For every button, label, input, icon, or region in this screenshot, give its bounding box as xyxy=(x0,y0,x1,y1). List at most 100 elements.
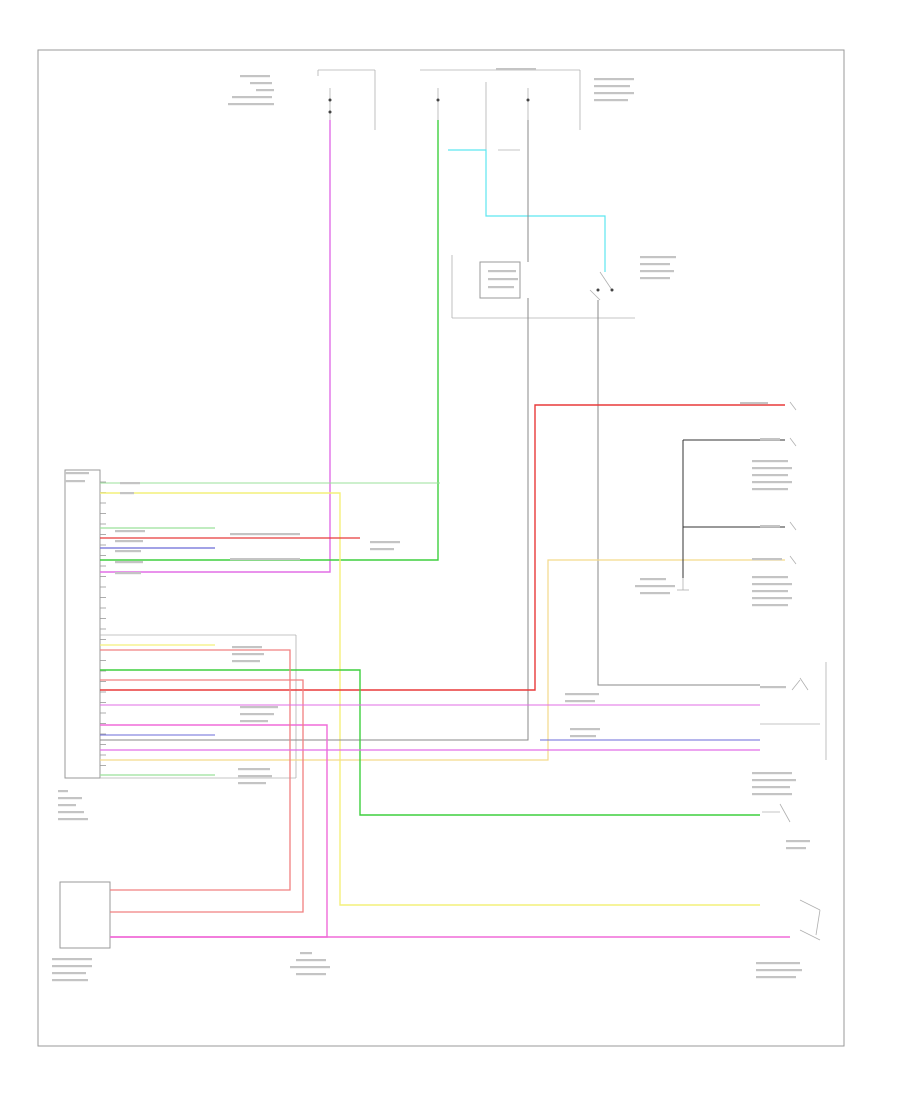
label-mark xyxy=(640,277,670,280)
label-mark xyxy=(240,75,270,78)
label-mark xyxy=(240,720,268,723)
label-mark xyxy=(115,561,143,564)
wire-salmon-b xyxy=(100,679,304,913)
label-mark xyxy=(752,590,788,593)
label-mark xyxy=(752,481,792,484)
wire-salmon-a xyxy=(100,649,291,891)
fuse-box-right xyxy=(420,69,581,151)
label-mark xyxy=(290,966,330,969)
label-mark xyxy=(240,713,274,716)
label-mark xyxy=(230,558,300,561)
wire-gray-c xyxy=(597,300,760,686)
label-mark xyxy=(640,270,674,273)
air-suspension-module-box xyxy=(64,469,297,779)
wire-red-right xyxy=(100,404,785,691)
label-mark xyxy=(230,533,300,536)
label-mark xyxy=(58,797,82,800)
label-mark xyxy=(640,256,676,259)
label-mark xyxy=(570,735,596,738)
label-mark xyxy=(370,548,394,551)
label-mark xyxy=(786,840,810,843)
label-mark xyxy=(756,976,796,979)
label-mark xyxy=(760,525,780,528)
label-mark xyxy=(752,467,792,470)
label-mark xyxy=(594,85,630,88)
label-mark xyxy=(232,646,262,649)
label-mark xyxy=(58,790,68,793)
wire-yellow-long xyxy=(100,492,760,906)
label-mark xyxy=(238,775,272,778)
label-mark xyxy=(488,270,516,273)
label-mark xyxy=(786,847,806,850)
label-mark xyxy=(52,965,92,968)
label-mark xyxy=(296,959,326,962)
label-mark xyxy=(58,818,88,821)
label-mark xyxy=(752,772,792,775)
label-mark xyxy=(740,402,768,405)
label-mark xyxy=(232,653,264,656)
diagram-frame xyxy=(37,49,845,1047)
label-mark xyxy=(240,706,278,709)
label-mark xyxy=(115,550,141,553)
label-mark xyxy=(65,472,89,475)
label-mark xyxy=(752,793,792,796)
label-mark xyxy=(594,92,634,95)
label-mark xyxy=(752,604,788,607)
label-mark xyxy=(594,99,628,102)
label-mark xyxy=(752,576,788,579)
label-marks xyxy=(52,68,810,982)
wire-pink-fuse-feed xyxy=(100,120,331,573)
label-mark xyxy=(594,78,634,81)
label-mark xyxy=(752,779,796,782)
label-mark xyxy=(370,541,400,544)
label-mark xyxy=(256,89,274,92)
label-mark xyxy=(52,972,86,975)
label-mark xyxy=(232,660,260,663)
label-mark xyxy=(752,460,788,463)
label-mark xyxy=(756,962,800,965)
label-mark xyxy=(65,480,85,483)
label-mark xyxy=(640,263,670,266)
wire-cyan xyxy=(448,149,606,272)
wire-green-fuse-feed xyxy=(100,120,439,561)
wire-gray-b xyxy=(100,298,529,741)
label-mark xyxy=(640,592,670,595)
module-pins xyxy=(100,481,106,766)
label-mark xyxy=(635,585,675,588)
relay-box xyxy=(451,255,635,319)
label-mark xyxy=(488,278,518,281)
label-mark xyxy=(565,693,599,696)
label-mark xyxy=(120,482,140,485)
label-mark xyxy=(570,728,600,731)
fuse-box-left xyxy=(317,69,376,130)
label-mark xyxy=(496,68,536,71)
label-mark xyxy=(115,572,141,575)
label-mark xyxy=(232,96,272,99)
label-mark xyxy=(52,979,88,982)
label-mark xyxy=(640,578,666,581)
label-mark xyxy=(752,558,782,561)
label-mark xyxy=(58,811,84,814)
wire-tan xyxy=(100,559,785,761)
label-mark xyxy=(52,958,92,961)
label-mark xyxy=(296,973,326,976)
ground-symbol xyxy=(677,578,689,591)
label-mark xyxy=(760,438,780,441)
label-mark xyxy=(250,82,272,85)
label-mark xyxy=(756,969,802,972)
label-mark xyxy=(752,474,788,477)
label-mark xyxy=(228,103,274,106)
compressor-relay-box xyxy=(59,881,111,949)
label-mark xyxy=(565,700,595,703)
label-mark xyxy=(238,782,266,785)
label-mark xyxy=(752,597,792,600)
label-mark xyxy=(488,286,514,289)
label-mark xyxy=(752,583,792,586)
label-mark xyxy=(238,768,270,771)
label-mark xyxy=(752,786,790,789)
right-components xyxy=(760,401,827,941)
label-mark xyxy=(115,530,145,533)
wires xyxy=(100,120,790,938)
